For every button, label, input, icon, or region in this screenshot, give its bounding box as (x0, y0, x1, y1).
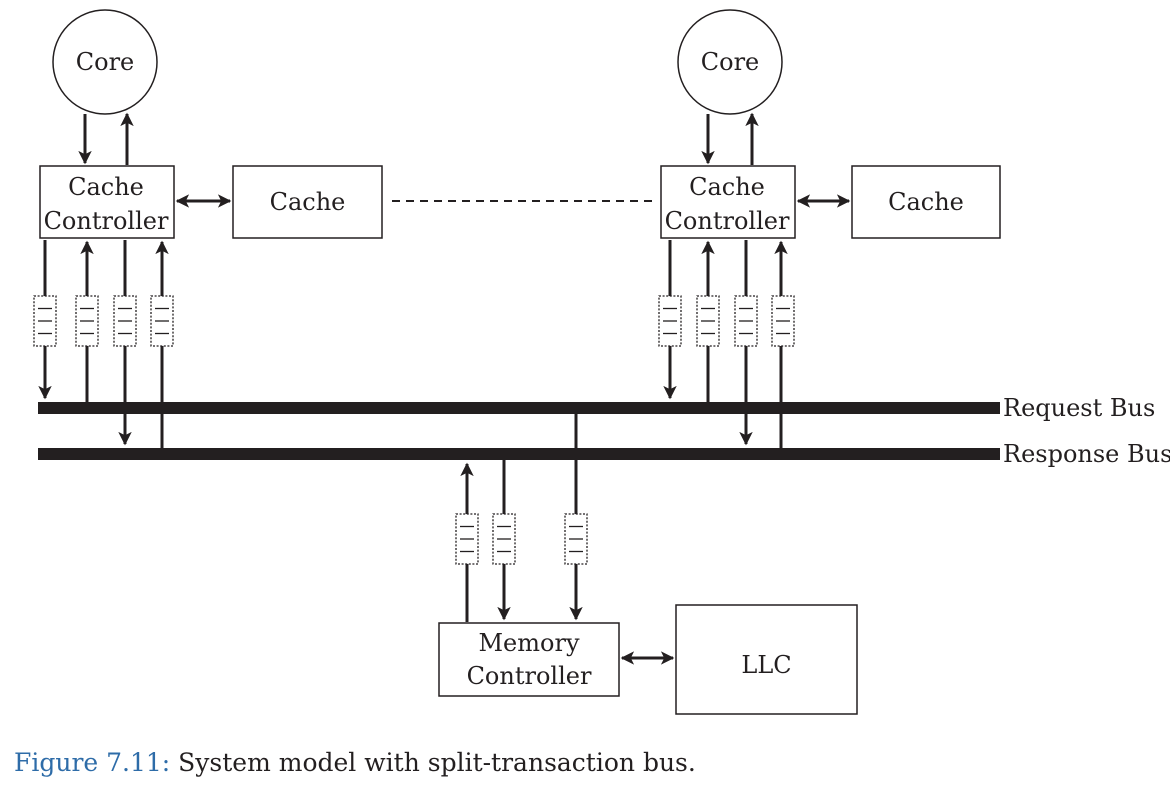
svg-text:Cache: Cache (689, 173, 765, 201)
queue-icon (113, 295, 137, 347)
queue-icon (492, 513, 516, 565)
queue-icon (734, 295, 758, 347)
llc: LLC (675, 604, 858, 715)
left-bus-links (38, 240, 169, 448)
request-bus (38, 402, 1000, 414)
queue-icon (150, 295, 174, 347)
svg-text:Memory: Memory (478, 629, 579, 657)
response-bus-label: Response Bus (1003, 440, 1170, 468)
figure-caption: Figure 7.11: System model with split-tra… (14, 748, 696, 777)
queue-icon (696, 295, 720, 347)
cache-left: Cache (232, 165, 383, 239)
svg-text:Cache: Cache (270, 188, 346, 216)
svg-text:LLC: LLC (741, 651, 791, 679)
core-right: Core (677, 9, 783, 115)
core-arrows (78, 112, 759, 165)
figure-number: Figure 7.11: (14, 748, 170, 777)
request-bus-label: Request Bus (1003, 394, 1155, 422)
queue-icon (771, 295, 795, 347)
response-bus (38, 448, 1000, 460)
queue-icon (33, 295, 57, 347)
queue-icon (564, 513, 588, 565)
svg-text:Controller: Controller (467, 662, 592, 690)
fifo-queues (33, 295, 795, 565)
figure-caption-text: System model with split-transaction bus. (170, 748, 696, 777)
memory-bus-links (460, 414, 583, 622)
svg-text:Cache: Cache (888, 188, 964, 216)
svg-text:Core: Core (701, 48, 760, 76)
queue-icon (658, 295, 682, 347)
svg-text:Cache: Cache (68, 173, 144, 201)
queue-icon (75, 295, 99, 347)
svg-text:Controller: Controller (44, 207, 169, 235)
cache-controller-left: Cache Controller (39, 165, 175, 239)
right-bus-links (663, 240, 788, 448)
cache-controller-right: Cache Controller (660, 165, 796, 239)
memory-controller: Memory Controller (438, 622, 620, 697)
core-left: Core (52, 9, 158, 115)
cache-right: Cache (851, 165, 1001, 239)
queue-icon (455, 513, 479, 565)
svg-text:Core: Core (76, 48, 135, 76)
svg-text:Controller: Controller (665, 207, 790, 235)
